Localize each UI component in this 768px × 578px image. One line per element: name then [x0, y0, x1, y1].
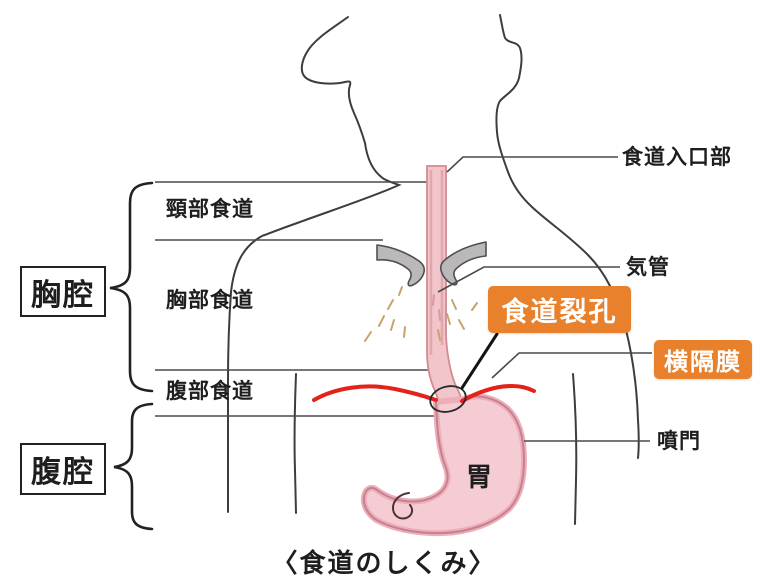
label-stomach: 胃: [466, 463, 494, 493]
label-trachea: 気管: [626, 255, 670, 279]
abdominal-cavity-box: 腹腔: [20, 443, 106, 495]
pylorus-curl: [391, 492, 414, 520]
abdominal-cavity-brace: [113, 402, 154, 531]
right-arm-inner-line: [572, 373, 578, 525]
esophagus-dashes: [432, 294, 441, 321]
trachea-leader-line: [437, 266, 620, 293]
bifurcation-dashes: [364, 286, 478, 342]
tag-diaphragm: 横隔膜: [654, 340, 752, 379]
trachea-left-bronchus: [376, 244, 426, 287]
left-arm-inner-line: [293, 373, 297, 514]
diaphragm-leader-line: [491, 352, 652, 379]
esophagus: [426, 165, 468, 426]
tag-esophageal-hiatus: 食道裂孔: [488, 286, 631, 333]
diaphragm-line-left: [312, 384, 438, 402]
figure-caption: 〈食道のしくみ〉: [271, 549, 497, 578]
entrance-leader-line: [446, 156, 618, 173]
thoracic-cavity-box: 胸腔: [20, 266, 106, 317]
diaphragm-line-right: [460, 383, 536, 403]
body-outline-left: [227, 16, 402, 513]
thoracic-cavity-brace: [109, 181, 154, 393]
hiatus-leader-line: [460, 332, 499, 390]
label-cardia: 噴門: [657, 429, 701, 453]
body-outline-right: [495, 14, 640, 459]
label-abdominal-esophagus: 腹部食道: [166, 379, 254, 403]
hiatus-ellipse: [429, 385, 467, 413]
label-thoracic-esophagus: 胸部食道: [166, 288, 254, 312]
stomach-outline: [362, 395, 525, 535]
label-cervical-esophagus: 頸部食道: [166, 197, 254, 221]
label-esophagus-entrance: 食道入口部: [622, 145, 732, 169]
